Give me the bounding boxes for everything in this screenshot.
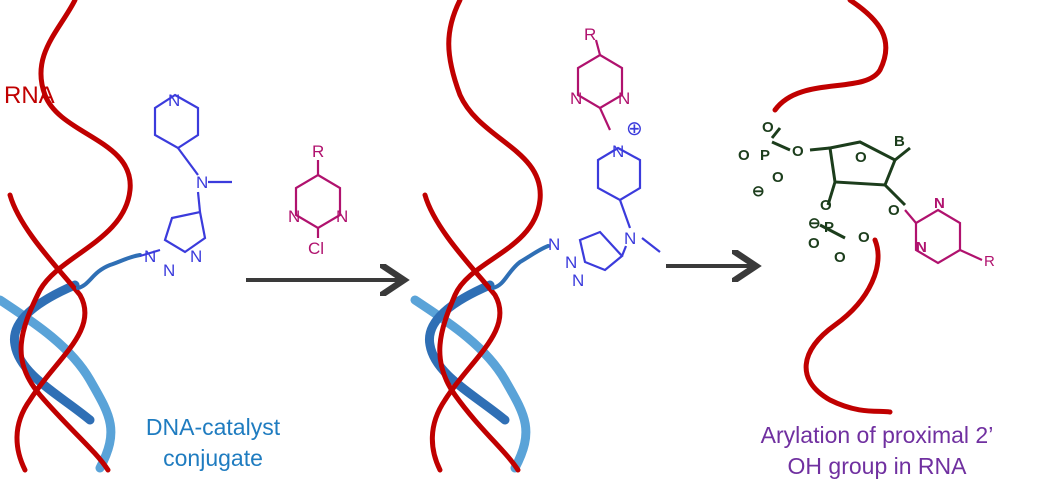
p3-o-left: O <box>738 147 750 164</box>
dna-strand-front-2 <box>425 280 510 425</box>
rna-product <box>772 0 893 415</box>
pyridine-n-1: N <box>168 91 180 110</box>
reagent-n-right: N <box>336 207 348 226</box>
p3-ring-o: O <box>855 149 867 166</box>
p3-r: R <box>984 253 995 270</box>
reagent-atom-labels: R N N Cl <box>288 142 348 258</box>
panel2-atom-labels: R N N N ⊕ N N N N <box>548 25 643 290</box>
rna-dna-duplex-1 <box>0 0 142 473</box>
rna-strand <box>18 0 133 473</box>
dna-catalyst-conjugate-label: DNA-catalyst conjugate <box>118 412 308 474</box>
dna-strand-front <box>10 280 95 425</box>
rna-label: RNA <box>4 82 55 109</box>
p2-r: R <box>584 25 596 44</box>
chloropyrimidine-reagent <box>294 160 342 238</box>
linker <box>76 253 142 290</box>
reagent-cl: Cl <box>308 239 324 258</box>
p2-pyridinium-n: N <box>612 142 624 161</box>
arylation-line-1: Arylation of proximal 2’ <box>760 422 994 448</box>
p3-p-top: P <box>760 147 770 164</box>
triazole-n2-1: N <box>163 261 175 280</box>
rna-strand-bottom <box>803 237 893 415</box>
amine-n-1: N <box>196 173 208 192</box>
p3-minus-bottom: ⊖ <box>808 215 821 232</box>
rna-dna-duplex-2 <box>410 0 550 473</box>
p3-minus-top: ⊖ <box>752 183 765 200</box>
rna-strand-top <box>772 0 889 113</box>
p2-plus: ⊕ <box>626 118 643 140</box>
p2-triazole-n3: N <box>572 271 584 290</box>
triazole-n3-1: N <box>190 247 202 266</box>
p2-triazole-n2: N <box>565 253 577 272</box>
p3-o-2prime: O <box>888 202 900 219</box>
p3-pym-n-top: N <box>934 195 945 212</box>
p3-o-bottom-bridge: O <box>858 229 870 246</box>
ribose-ring <box>770 127 911 240</box>
pyridinium-2 <box>578 146 661 272</box>
triazole-n1-1: N <box>144 247 156 266</box>
arylation-line-2: OH group in RNA <box>787 453 967 479</box>
dna-catalyst-line-2: conjugate <box>163 445 263 471</box>
p2-pym-n-left: N <box>570 89 582 108</box>
p3-o-3prime: O <box>820 197 832 214</box>
panel3-atom-labels: O O P O O ⊖ O B O O ⊖ P O O O N N R <box>738 119 995 270</box>
rna-strand-panel2-b <box>422 192 503 473</box>
dmap-atom-labels-1: N N N N N <box>144 91 208 280</box>
p3-base: B <box>894 133 905 150</box>
pyrimidine-product <box>904 208 983 265</box>
p3-pym-n-bottom: N <box>916 239 927 256</box>
pyrimidine-on-pyridinium <box>576 39 624 131</box>
p3-o-top: O <box>762 119 774 136</box>
p3-o-lower-left: O <box>808 235 820 252</box>
reagent-n-left: N <box>288 207 300 226</box>
p2-triazole-n1: N <box>548 235 560 254</box>
rna-strand-2 <box>7 192 88 473</box>
p2-pym-n-right: N <box>618 89 630 108</box>
arylation-label: Arylation of proximal 2’ OH group in RNA <box>718 420 1036 482</box>
p2-amine-n: N <box>624 229 636 248</box>
rna-strand-panel2 <box>437 0 543 473</box>
dna-catalyst-line-1: DNA-catalyst <box>145 414 281 440</box>
linker-2 <box>491 244 550 290</box>
reagent-r: R <box>312 142 324 161</box>
p3-o-lower: O <box>834 249 846 266</box>
dmap-catalyst-1 <box>139 93 232 258</box>
p3-p-bottom: P <box>824 219 834 236</box>
p3-o-minus-top: O <box>772 169 784 186</box>
p3-o-bridge: O <box>792 143 804 160</box>
